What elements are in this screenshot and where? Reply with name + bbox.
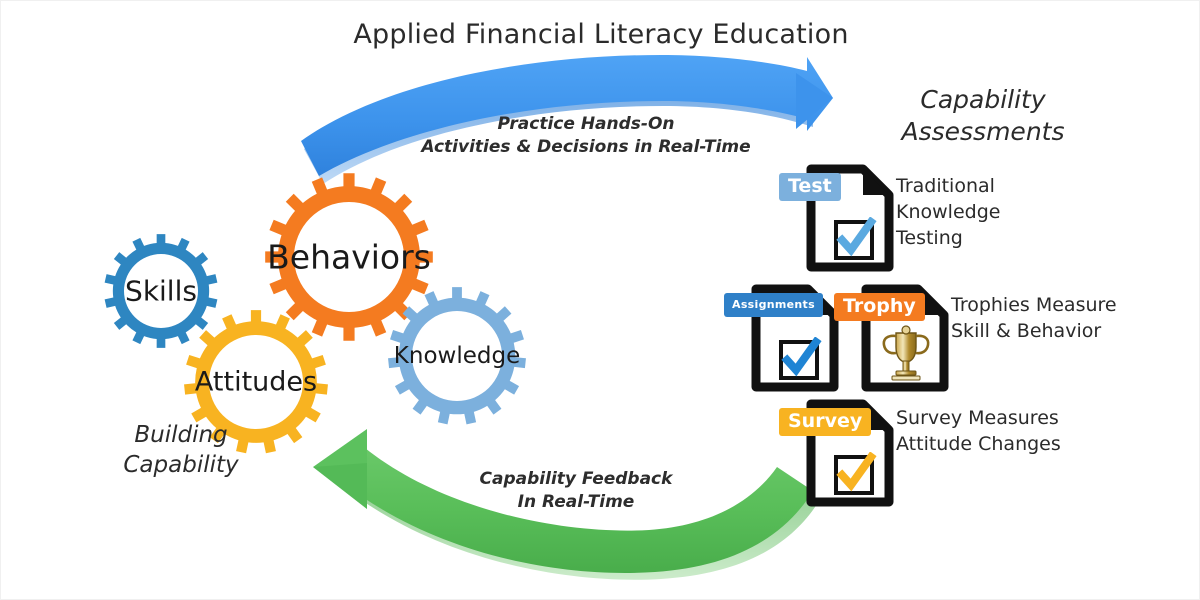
checkbox-icon [779, 337, 822, 380]
practice-arrow-label-line1: Practice Hands-On [497, 114, 675, 134]
document-caption-line: Attitude Changes [896, 433, 1061, 456]
gear-label-attitudes: Attitudes [194, 366, 318, 398]
assessment-document-test[interactable]: Test [779, 161, 897, 275]
document-caption-line: Knowledge [896, 201, 1001, 224]
checkbox-icon [834, 452, 877, 495]
building-capability-title-line1: Building [134, 422, 228, 448]
building-capability-title-line2: Capability [123, 451, 239, 478]
document-caption-line: Skill & Behavior [951, 320, 1102, 343]
assessment-document-survey[interactable]: Survey [779, 396, 897, 510]
gear-skills [104, 234, 218, 348]
document-badge-survey: Survey [779, 408, 872, 436]
document-caption-line: Testing [896, 227, 963, 250]
practice-arrow-label: Practice Hands-On Activities & Decisions… [391, 113, 781, 159]
trophy-icon [882, 325, 930, 381]
document-caption-line: Traditional [896, 175, 995, 197]
document-caption-line: Survey Measures [896, 407, 1059, 429]
feedback-arrow-label-line2: In Real-Time [517, 491, 635, 512]
document-badge-trophy: Trophy [834, 293, 925, 321]
gear-knowledge [388, 287, 526, 425]
gear-behaviors [265, 173, 433, 341]
capability-assessments-title-line1: Capability [920, 85, 1046, 114]
document-caption-line: Trophies Measure [951, 294, 1117, 316]
assessment-document-assignments[interactable]: Assignments [724, 281, 842, 395]
document-badge-assignments: Assignments [724, 293, 823, 317]
feedback-arrow-label: Capability Feedback In Real-Time [421, 468, 731, 514]
checkbox-icon [834, 217, 877, 260]
feedback-arrow [313, 429, 819, 580]
gear-label-knowledge: Knowledge [393, 343, 521, 369]
feedback-arrow-label-line1: Capability Feedback [479, 469, 673, 489]
gear-label-behaviors: Behaviors [267, 237, 431, 277]
building-capability-title: Building Capability [86, 421, 276, 481]
gear-label-skills: Skills [125, 274, 197, 308]
capability-assessments-title-line2: Assessments [901, 117, 1065, 146]
page-title: Applied Financial Literacy Education [353, 19, 849, 50]
practice-arrow [301, 55, 833, 184]
assessment-document-trophy[interactable]: Trophy [834, 281, 952, 395]
practice-arrow-label-line2: Activities & Decisions in Real-Time [421, 136, 751, 157]
document-badge-test: Test [779, 173, 841, 201]
gear-attitudes [184, 310, 328, 454]
capability-assessments-title: Capability Assessments [863, 84, 1103, 148]
